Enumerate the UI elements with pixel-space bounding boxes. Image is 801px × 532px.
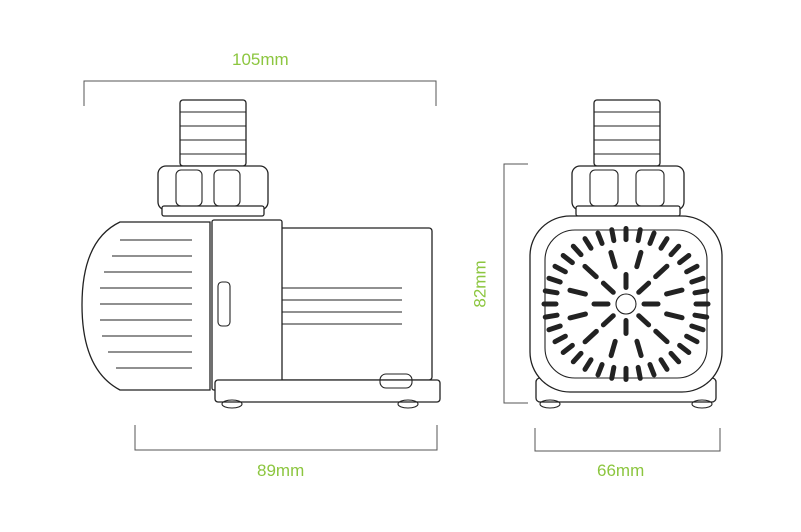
- grille-slot: [664, 311, 685, 321]
- dimension-label-105mm: 105mm: [232, 50, 289, 69]
- dimension-label-66mm: 66mm: [597, 461, 645, 480]
- grille-slot: [582, 328, 599, 345]
- dimension-line-82mm: [503, 163, 528, 404]
- grille-slot: [658, 236, 670, 251]
- grille-slot: [595, 230, 605, 246]
- grille-slot: [560, 342, 575, 355]
- grille-slot: [546, 275, 563, 285]
- grille-slot: [692, 312, 710, 320]
- grille-slot: [609, 227, 617, 244]
- grille-slot: [658, 357, 670, 372]
- grille-slot: [677, 253, 692, 266]
- grille-slot: [608, 249, 618, 270]
- grille-slot: [542, 288, 560, 296]
- grille-slot: [634, 338, 644, 359]
- grille-slot: [552, 333, 568, 345]
- hose-barb-front: [593, 99, 661, 167]
- grille-slot: [595, 362, 605, 378]
- grille-slot: [609, 364, 617, 381]
- grille-slot: [635, 227, 643, 244]
- pump-side-view: [81, 99, 441, 409]
- pump-front-view: [529, 99, 723, 409]
- grille-slot: [664, 287, 685, 297]
- grille-slot: [647, 362, 657, 378]
- grille-slot: [689, 323, 706, 333]
- grille-slot: [600, 313, 616, 328]
- dimension-line-105mm: [83, 80, 437, 106]
- grille-slot: [647, 230, 657, 246]
- grille-slot: [653, 328, 670, 345]
- grille-slot: [542, 312, 560, 320]
- dimension-line-89mm: [134, 425, 438, 451]
- grille-slot: [668, 350, 682, 365]
- grille-slot: [692, 288, 710, 296]
- dimension-line-66mm: [534, 428, 721, 452]
- grille-slot: [677, 342, 692, 355]
- grille-slot: [560, 253, 575, 266]
- hose-barb: [179, 99, 247, 167]
- grille-slot: [653, 263, 670, 280]
- grille-slot: [668, 243, 682, 258]
- dimension-label-82mm: 82mm: [470, 260, 490, 308]
- union-nut: [157, 165, 269, 217]
- base-plate: [214, 373, 441, 409]
- grille-slot: [634, 249, 644, 270]
- grille-slot: [567, 287, 588, 297]
- grille-slot: [552, 263, 568, 275]
- grille-slot: [684, 263, 700, 275]
- grille-slot: [582, 357, 594, 372]
- grille-slot: [600, 280, 616, 295]
- intake-grille: [529, 215, 723, 393]
- grille-slot: [570, 243, 584, 258]
- grille-slot: [608, 338, 618, 359]
- volute-impeller-cover: [81, 221, 231, 391]
- grille-slot: [684, 333, 700, 345]
- grille-slot: [582, 236, 594, 251]
- grille-slot: [570, 350, 584, 365]
- grille-slot: [546, 323, 563, 333]
- grille-slot: [635, 364, 643, 381]
- grille-slot: [689, 275, 706, 285]
- dimension-label-89mm: 89mm: [257, 461, 305, 480]
- union-nut-front: [571, 165, 685, 217]
- grille-slot: [636, 313, 652, 328]
- grille-slot: [567, 311, 588, 321]
- grille-slot: [636, 280, 652, 295]
- motor-housing: [211, 219, 433, 391]
- grille-slot: [582, 263, 599, 280]
